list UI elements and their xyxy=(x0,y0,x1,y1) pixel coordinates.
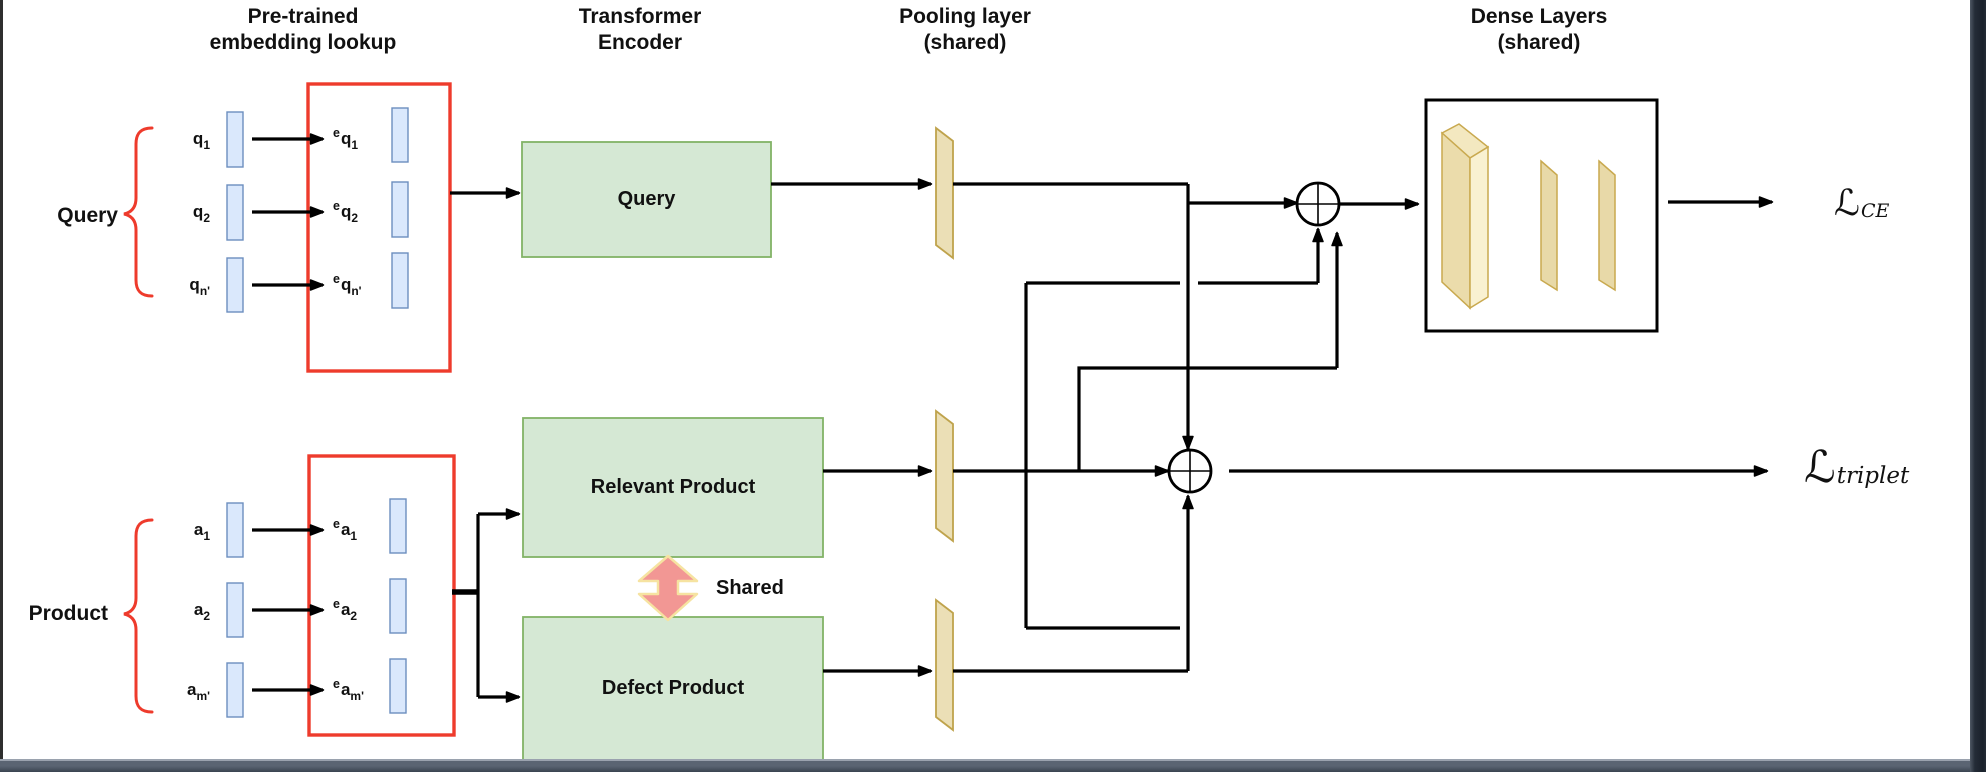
relevant-product-encoder-label: Relevant Product xyxy=(590,476,756,498)
header-line: (shared) xyxy=(923,31,1007,54)
loss-triplet-subscript: triplet xyxy=(1836,463,1910,489)
product-token-label-1: a1 xyxy=(193,520,210,543)
query-encoder-label: Query xyxy=(617,188,676,210)
query-token-label-1: q1 xyxy=(192,129,210,152)
dense-layer-2 xyxy=(1540,159,1558,292)
query-embed-rect-2 xyxy=(391,181,409,238)
query-token-rect-2 xyxy=(226,184,244,241)
query-token-rect-3 xyxy=(226,257,244,313)
header-embedding-lookup: Pre-trained embedding lookup xyxy=(183,4,423,56)
product-embed-label-3: eam' xyxy=(333,677,364,703)
window-bottom-bar xyxy=(0,759,1970,772)
product-token-rect-2 xyxy=(226,582,244,638)
defect-product-encoder-label: Defect Product xyxy=(601,677,745,699)
product-token-label-3: am' xyxy=(187,680,210,703)
product-tower-label: Product xyxy=(28,602,108,625)
product-embedding-lookup-box xyxy=(307,454,456,737)
header-line: Pre-trained xyxy=(247,5,359,28)
query-embed-label-2: eq2 xyxy=(333,199,359,225)
query-embed-rect-3 xyxy=(391,252,409,309)
product-token-rect-1 xyxy=(226,502,244,558)
product-embed-label-2: ea2 xyxy=(333,597,358,623)
query-brace xyxy=(123,126,154,298)
header-line: Transformer xyxy=(578,5,702,28)
dense-slab-side-face xyxy=(1469,145,1489,310)
product-embed-rect-2 xyxy=(389,578,407,634)
header-line: (shared) xyxy=(1497,31,1581,54)
product-embed-label-1: ea1 xyxy=(333,517,358,543)
window-left-border xyxy=(0,0,3,759)
product-embed-rect-1 xyxy=(389,498,407,554)
defect-product-encoder-box xyxy=(522,616,824,761)
flow-wires xyxy=(450,178,1774,703)
pooling-layer-query xyxy=(935,126,954,260)
relevant-product-encoder-box xyxy=(522,417,824,558)
header-line: Dense Layers xyxy=(1470,5,1608,28)
product-embed-rect-3 xyxy=(389,658,407,714)
concat-ce-node xyxy=(1295,181,1341,227)
query-tower-label: Query xyxy=(57,204,118,227)
query-embed-label-3: eqn' xyxy=(333,272,362,298)
pooling-layer-relevant xyxy=(935,409,954,543)
header-line: embedding lookup xyxy=(209,31,397,54)
query-token-label-3: qn' xyxy=(189,275,210,298)
window-right-band xyxy=(1970,0,1986,772)
header-transformer-encoder: Transformer Encoder xyxy=(520,4,760,56)
header-line: Pooling layer xyxy=(899,5,1031,28)
query-embed-rect-1 xyxy=(391,107,409,163)
query-token-label-2: q2 xyxy=(192,202,210,225)
header-line: Encoder xyxy=(597,31,683,54)
header-dense-layers: Dense Layers (shared) xyxy=(1419,4,1659,56)
product-brace xyxy=(123,518,154,714)
product-token-rect-3 xyxy=(226,662,244,718)
loss-triplet-symbol: ℒ xyxy=(1804,442,1836,493)
token-embedding-arrows xyxy=(252,133,325,696)
query-embedding-lookup-box xyxy=(306,82,452,373)
query-token-rect-1 xyxy=(226,111,244,168)
product-token-label-2: a2 xyxy=(193,600,210,623)
shared-weights-arrow xyxy=(637,554,699,622)
loss-ce-symbol: ℒ xyxy=(1834,183,1860,224)
pooling-layer-defect xyxy=(935,598,954,732)
dense-slab-front-face xyxy=(1441,131,1471,310)
shared-label: Shared xyxy=(716,577,784,599)
loss-ce-subscript: CE xyxy=(1860,200,1890,222)
header-pooling-layer: Pooling layer (shared) xyxy=(845,4,1085,56)
query-embed-label-1: eq1 xyxy=(333,126,359,152)
concat-triplet-node xyxy=(1167,448,1213,494)
query-encoder-box xyxy=(521,141,772,258)
dense-layer-3 xyxy=(1598,159,1616,292)
